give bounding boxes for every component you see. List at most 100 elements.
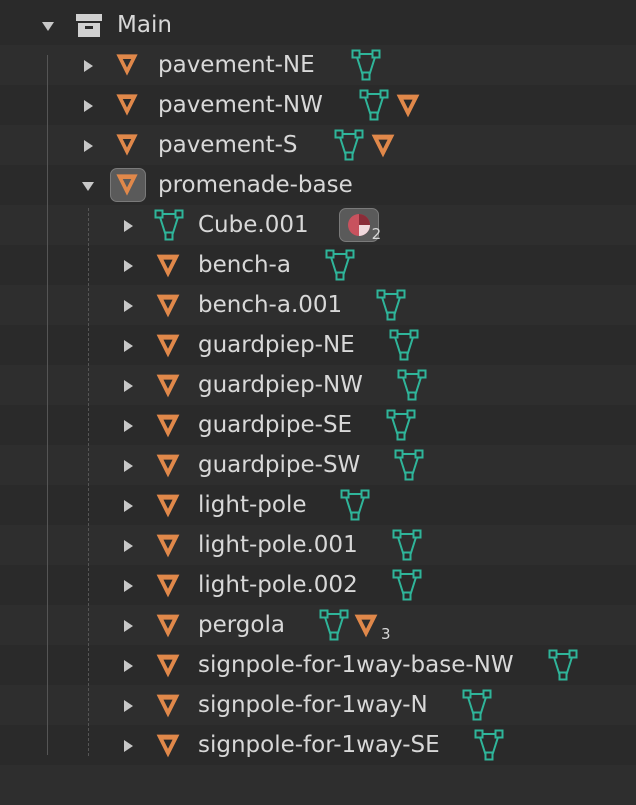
mesh-data-icon[interactable] [474,729,504,765]
mesh-data-icon[interactable] [462,689,492,725]
object-icon[interactable] [153,291,183,325]
child-object-icon[interactable] [393,91,423,125]
mesh-data-icon[interactable] [386,409,416,445]
object-icon[interactable] [153,731,183,765]
mesh-data-icon[interactable] [392,569,422,605]
object-label[interactable]: light-pole.001 [198,532,358,558]
expand-arrow-icon[interactable] [124,540,133,552]
outliner-child-row[interactable]: light-pole.001 [0,525,636,565]
outliner-child-row[interactable]: bench-a [0,245,636,285]
expand-arrow-icon[interactable] [124,340,133,352]
object-label[interactable]: light-pole.002 [198,572,358,598]
mesh-data-icon[interactable] [334,129,364,165]
material-icon[interactable] [346,212,372,242]
hierarchy-line [47,55,48,755]
outliner-child-row[interactable]: signpole-for-1way-SE [0,725,636,765]
object-label[interactable]: guardpipe-SE [198,412,353,438]
object-label[interactable]: guardpiep-NW [198,372,363,398]
outliner-child-row[interactable]: guardpipe-SW [0,445,636,485]
expand-arrow-icon[interactable] [124,700,133,712]
mesh-data-icon[interactable] [397,369,427,405]
expand-arrow-icon[interactable] [124,420,133,432]
object-label[interactable]: pergola [198,612,285,638]
object-icon[interactable] [113,131,141,163]
outliner-child-row[interactable]: light-pole.002 [0,565,636,605]
expand-arrow-icon[interactable] [124,620,133,632]
object-icon[interactable] [153,331,183,365]
outliner-row[interactable]: promenade-base [0,165,636,205]
mesh-data-icon[interactable] [319,609,349,645]
object-label[interactable]: pavement-NW [158,92,323,118]
object-icon[interactable] [153,531,183,565]
expand-arrow-icon[interactable] [124,740,133,752]
mesh-data-icon[interactable] [340,489,370,525]
object-icon[interactable] [113,91,141,123]
mesh-data-icon[interactable] [548,649,578,685]
mesh-data-icon[interactable] [392,529,422,565]
object-icon[interactable] [153,411,183,445]
mesh-data-icon[interactable] [325,249,355,285]
outliner-child-row[interactable]: signpole-for-1way-base-NW [0,645,636,685]
expand-arrow-icon[interactable] [124,460,133,472]
object-label[interactable]: promenade-base [158,172,353,198]
object-icon[interactable] [153,491,183,525]
outliner-row[interactable]: pavement-NE [0,45,636,85]
outliner-child-row[interactable]: light-pole [0,485,636,525]
row-background [0,285,636,325]
mesh-data-icon[interactable] [394,449,424,485]
object-icon[interactable] [153,611,183,645]
hierarchy-line-dashed [88,208,89,756]
child-object-icon[interactable] [351,611,381,645]
object-icon[interactable] [153,571,183,605]
outliner-child-row[interactable]: guardpiep-NW [0,365,636,405]
expand-arrow-icon[interactable] [124,260,133,272]
row-background [0,45,636,85]
collapse-arrow-icon[interactable] [82,182,94,191]
expand-arrow-icon[interactable] [124,380,133,392]
object-label[interactable]: bench-a.001 [198,292,343,318]
expand-arrow-icon[interactable] [84,60,93,72]
expand-arrow-icon[interactable] [124,580,133,592]
object-icon[interactable] [153,691,183,725]
object-label[interactable]: signpole-for-1way-N [198,692,428,718]
expand-arrow-icon[interactable] [124,220,133,232]
mesh-data-icon[interactable] [351,49,381,85]
object-icon[interactable] [153,451,183,485]
outliner-child-row[interactable]: guardpiep-NE [0,325,636,365]
object-label[interactable]: guardpiep-NE [198,332,355,358]
row-background [0,685,636,725]
object-label[interactable]: Cube.001 [198,212,309,238]
outliner-row[interactable]: pavement-S [0,125,636,165]
object-icon[interactable] [153,651,183,685]
outliner-child-row[interactable]: signpole-for-1way-N [0,685,636,725]
mesh-data-icon[interactable] [376,289,406,325]
expand-arrow-icon[interactable] [124,660,133,672]
expand-arrow-icon[interactable] [124,500,133,512]
outliner-child-row[interactable]: guardpipe-SE [0,405,636,445]
outliner-row[interactable]: pavement-NW [0,85,636,125]
mesh-object-icon[interactable] [154,209,184,245]
row-background [0,205,636,245]
object-label[interactable]: light-pole [198,492,307,518]
expand-arrow-icon[interactable] [84,100,93,112]
mesh-data-icon[interactable] [359,89,389,125]
expand-arrow-icon[interactable] [124,300,133,312]
object-label[interactable]: guardpipe-SW [198,452,361,478]
object-label[interactable]: signpole-for-1way-SE [198,732,440,758]
object-icon[interactable] [113,51,141,83]
object-icon[interactable] [113,171,141,203]
object-icon[interactable] [153,251,183,285]
collection-row[interactable]: Main [0,5,636,45]
object-label[interactable]: pavement-NE [158,52,315,78]
object-icon[interactable] [153,371,183,405]
expand-arrow-icon[interactable] [84,140,93,152]
child-object-icon[interactable] [368,131,398,165]
object-label[interactable]: signpole-for-1way-base-NW [198,652,514,678]
object-label[interactable]: pavement-S [158,132,298,158]
object-label[interactable]: bench-a [198,252,291,278]
outliner-child-row[interactable]: bench-a.001 [0,285,636,325]
collapse-arrow-icon[interactable] [42,22,54,31]
mesh-data-icon[interactable] [389,329,419,365]
